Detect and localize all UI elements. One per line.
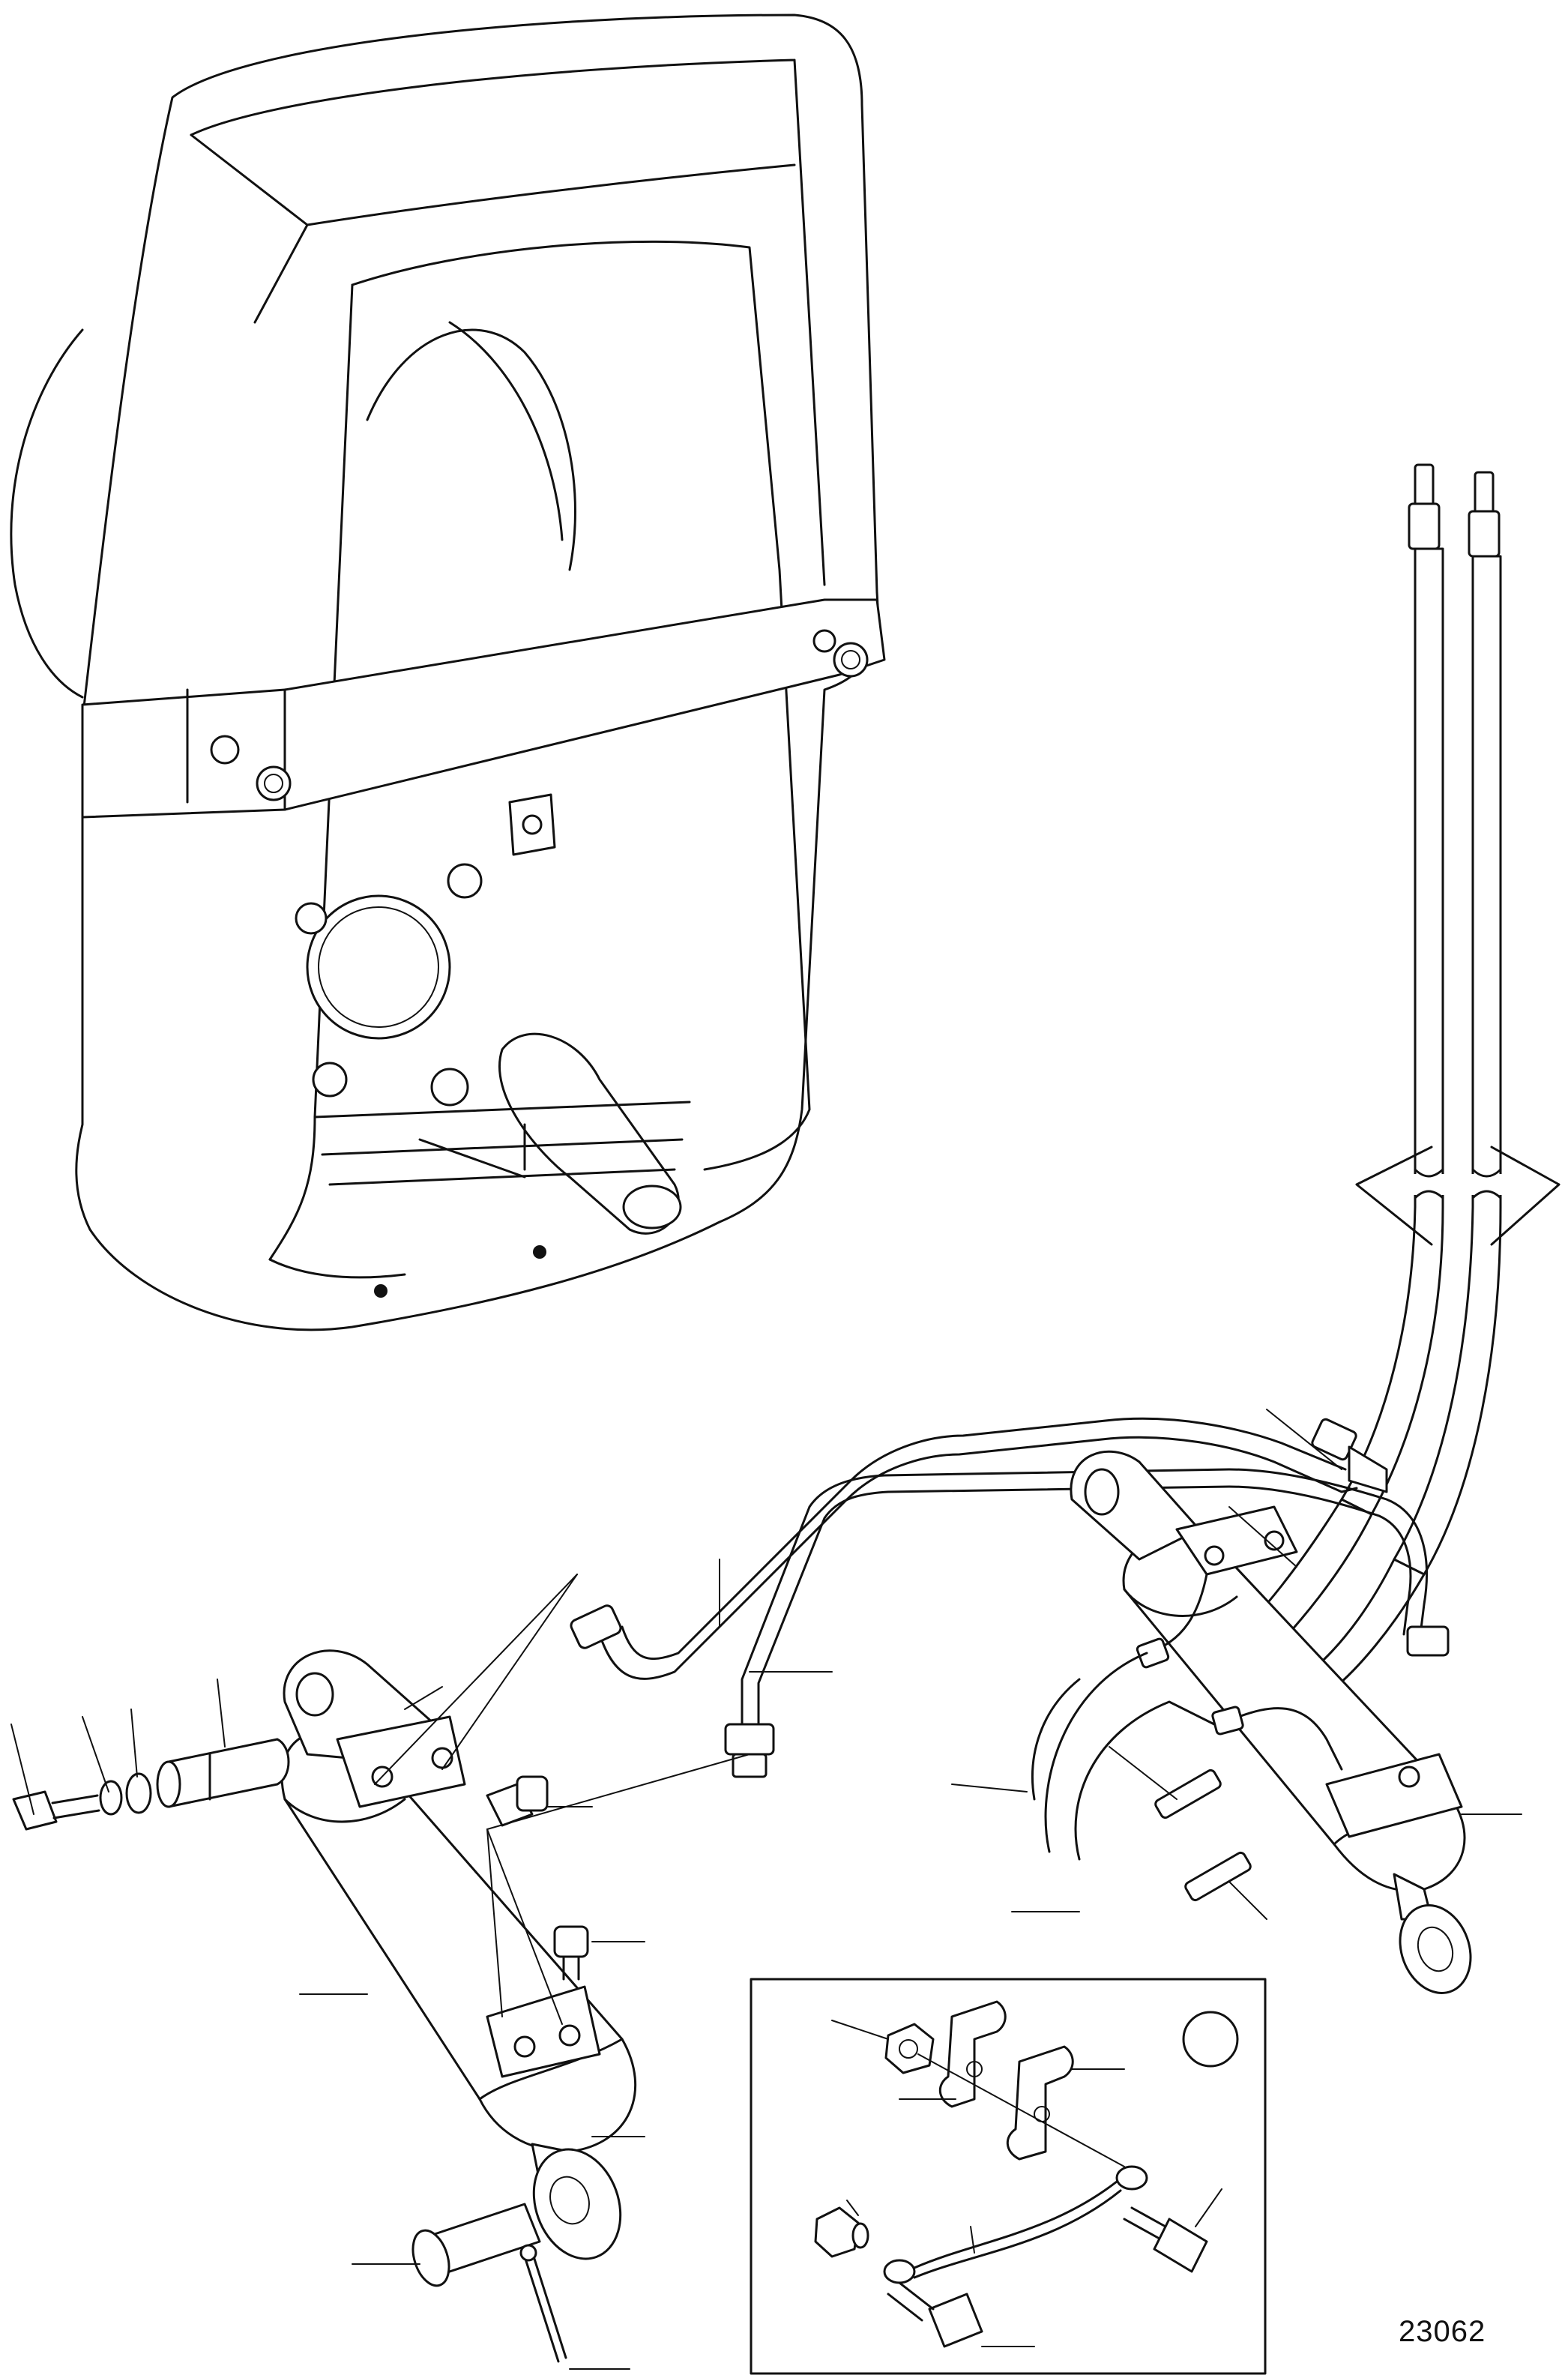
housing-inner-opening [351, 240, 811, 1171]
pipe-lower [741, 1468, 1428, 1756]
cylinder-right-eye-bottom [1399, 1904, 1472, 1994]
washer-left [99, 1780, 123, 1816]
hose-coupling-2 [1184, 1851, 1252, 1902]
rear-flange [10, 328, 84, 699]
transom-shield-housing [10, 13, 886, 1331]
exhaust-opening [306, 894, 451, 1040]
leader-lines [10, 1409, 1522, 2370]
housing-shoulder [306, 163, 796, 226]
hose-fitting-a-nut [1408, 502, 1441, 550]
inset-bonding-cable [913, 2180, 1122, 2279]
inset-nut-lower [814, 2206, 860, 2258]
break-marker [1355, 1146, 1561, 1246]
inset-clamp-2 [1006, 2045, 1074, 2161]
cylinder-left-eye-bottom [532, 2148, 622, 2260]
housing-top-ridge [190, 58, 826, 586]
inset-cable-eye-right [1115, 2165, 1148, 2191]
pipe-nut-2 [724, 1723, 775, 1756]
steel-pipes [570, 1417, 1450, 1778]
bolt-head-left [256, 765, 292, 801]
pipe-nut-1 [570, 1604, 622, 1649]
hose-fitting-b-nut [1468, 510, 1501, 558]
bushing-left [167, 1738, 290, 1808]
loose-parts-left [12, 1738, 589, 2363]
pipe-nut-3 [1406, 1625, 1450, 1657]
bolt-head-right [833, 642, 869, 678]
inset-bolt-right [1153, 2218, 1208, 2273]
steering-cylinder-right [1031, 1450, 1472, 1994]
hose-fitting-a-top [1414, 463, 1435, 508]
inset-detail-box [750, 1978, 1267, 2375]
inset-cable-eye-left [883, 2259, 916, 2284]
o-ring-left [125, 1772, 152, 1814]
bolt-left [12, 1790, 58, 1831]
cylinder-left-port-block [336, 1715, 466, 1808]
inset-reference-circle [1182, 2011, 1239, 2068]
mounting-bar [81, 598, 886, 819]
inset-border [750, 1978, 1267, 2375]
cylinder-right-lower-block [1325, 1753, 1463, 1838]
steering-cylinder-left [280, 1649, 637, 2260]
inset-nut [884, 2023, 935, 2074]
plug-middle [553, 1925, 589, 1958]
gimbal-ring-recess [366, 328, 576, 571]
inset-clamp-1 [938, 2000, 1007, 2108]
hose-coupling-1 [1154, 1769, 1222, 1819]
hose-fitting-b-top [1474, 471, 1495, 515]
pipe-upper [598, 1436, 1358, 1680]
inset-bolt-lower [928, 2293, 983, 2348]
cotter-pin [523, 2255, 567, 2363]
figure-number: 23062 [1399, 2315, 1486, 2348]
